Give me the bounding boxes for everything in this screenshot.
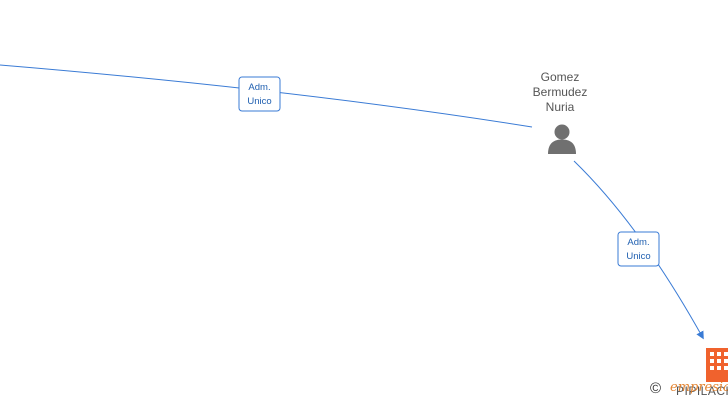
edge-label-1: Adm. Unico	[238, 76, 281, 112]
person-name-line-1: Gomez	[540, 70, 580, 84]
edge-label-1-line-1: Adm.	[248, 82, 270, 93]
edge-label-1-line-2: Unico	[247, 96, 271, 107]
edge-label-2-line-1: Adm.	[627, 237, 649, 248]
person-icon[interactable]	[548, 124, 576, 155]
edge-company-to-person	[0, 64, 533, 128]
person-name[interactable]: Gomez Bermudez Nuria	[515, 70, 605, 115]
person-name-line-3: Nuria	[545, 100, 575, 114]
person-name-line-2: Bermudez	[532, 85, 588, 99]
copyright-symbol: ©	[650, 380, 662, 397]
edge-label-2-line-2: Unico	[626, 251, 650, 262]
edge-label-2: Adm. Unico	[617, 231, 660, 267]
building-icon[interactable]	[706, 348, 728, 382]
company-name[interactable]: PIPILACH	[676, 384, 728, 398]
brand-watermark: empresia	[670, 380, 728, 395]
